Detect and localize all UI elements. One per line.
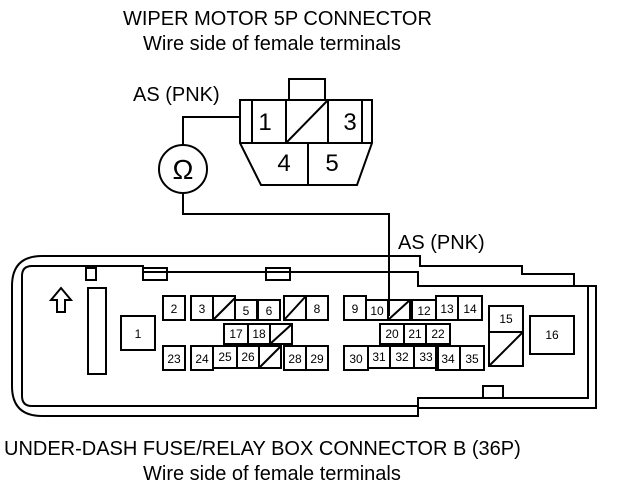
terminal-label: 2 xyxy=(171,302,178,316)
unused-cavity-slash xyxy=(488,331,524,367)
terminal-label: 32 xyxy=(395,350,409,364)
terminal-cavity xyxy=(162,295,186,321)
terminal-cavity xyxy=(387,299,411,321)
terminal-label: 24 xyxy=(195,352,209,366)
housing-rib xyxy=(87,287,107,375)
terminal-label: 3 xyxy=(199,302,206,316)
terminal-cavity xyxy=(529,315,575,355)
fuse-box-subtitle: Wire side of female terminals xyxy=(143,463,401,485)
terminal-label: 6 xyxy=(266,304,273,318)
wiper-wire-label: AS (PNK) xyxy=(133,84,220,106)
fuse-box-connector xyxy=(11,255,597,417)
terminal-cavity xyxy=(488,305,524,367)
housing-tab xyxy=(265,267,291,281)
terminal-label: 8 xyxy=(314,302,321,316)
wiper-connector-subtitle: Wire side of female terminals xyxy=(143,33,401,55)
terminal-label: 16 xyxy=(545,328,559,342)
terminal-label: 5 xyxy=(243,304,250,318)
terminal-cavity xyxy=(120,315,156,351)
terminal-cavity xyxy=(425,323,451,345)
housing-tab xyxy=(85,267,97,281)
terminal-cavity xyxy=(305,345,329,371)
terminal-label: 25 xyxy=(218,350,232,364)
terminal-cavity xyxy=(257,299,281,321)
terminal-cavity xyxy=(269,323,293,345)
housing-tab xyxy=(142,267,168,281)
terminal-label: 29 xyxy=(310,352,324,366)
terminal-label: 22 xyxy=(431,327,445,341)
wiper-terminal-label: 4 xyxy=(277,150,290,177)
connector-inner-housing xyxy=(21,265,589,407)
wiper-terminal-label: 3 xyxy=(343,109,356,136)
terminal-label: 23 xyxy=(167,352,181,366)
connector-latch xyxy=(288,78,326,101)
wiper-connector-title: WIPER MOTOR 5P CONNECTOR xyxy=(123,8,432,30)
terminal-label: 18 xyxy=(252,327,266,341)
test-wire-upper xyxy=(182,116,240,145)
ohm-symbol: Ω xyxy=(173,154,194,185)
unused-cavity-slash xyxy=(269,323,293,345)
terminal-label: 14 xyxy=(463,302,477,316)
terminal-label: 33 xyxy=(419,350,433,364)
terminal-label: 17 xyxy=(229,327,243,341)
wiper-motor-connector xyxy=(239,78,373,186)
fuse-box-wire-label: AS (PNK) xyxy=(398,232,485,254)
connector-outer-housing xyxy=(11,255,597,417)
fuse-box-title: UNDER-DASH FUSE/RELAY BOX CONNECTOR B (3… xyxy=(4,438,521,460)
terminal-label: 1 xyxy=(135,327,142,341)
terminal-cavity xyxy=(457,295,483,321)
terminal-label: 28 xyxy=(288,352,302,366)
terminal-label: 15 xyxy=(499,312,513,326)
terminal-label: 26 xyxy=(241,350,255,364)
unused-cavity-slash xyxy=(285,99,329,144)
terminal-label: 10 xyxy=(370,304,384,318)
ohmmeter-icon xyxy=(158,144,208,194)
terminal-cavity xyxy=(258,345,282,369)
test-wire-lower xyxy=(182,193,390,316)
terminal-label: 30 xyxy=(349,352,363,366)
terminal-cavity xyxy=(459,345,485,371)
terminal-cavity xyxy=(413,345,439,369)
unused-cavity-slash xyxy=(212,297,236,321)
terminal-label: 13 xyxy=(440,302,454,316)
terminal-label: 9 xyxy=(352,302,359,316)
terminal-label: 12 xyxy=(417,304,431,318)
unused-cavity-slash xyxy=(258,345,282,369)
terminal-cavity xyxy=(162,345,186,371)
unused-cavity-slash xyxy=(283,295,307,321)
terminal-label: 21 xyxy=(408,327,422,341)
housing-tab xyxy=(482,385,504,399)
wiper-terminal-label: 5 xyxy=(325,150,338,177)
wiper-terminal-label: 1 xyxy=(258,109,271,136)
unused-cavity-slash xyxy=(387,299,411,321)
terminal-label: 31 xyxy=(372,350,386,364)
terminal-cavity xyxy=(305,295,329,321)
terminal-label: 20 xyxy=(385,327,399,341)
terminal-label: 34 xyxy=(441,352,455,366)
terminal-label: 35 xyxy=(465,352,479,366)
up-arrow-icon xyxy=(48,286,74,313)
